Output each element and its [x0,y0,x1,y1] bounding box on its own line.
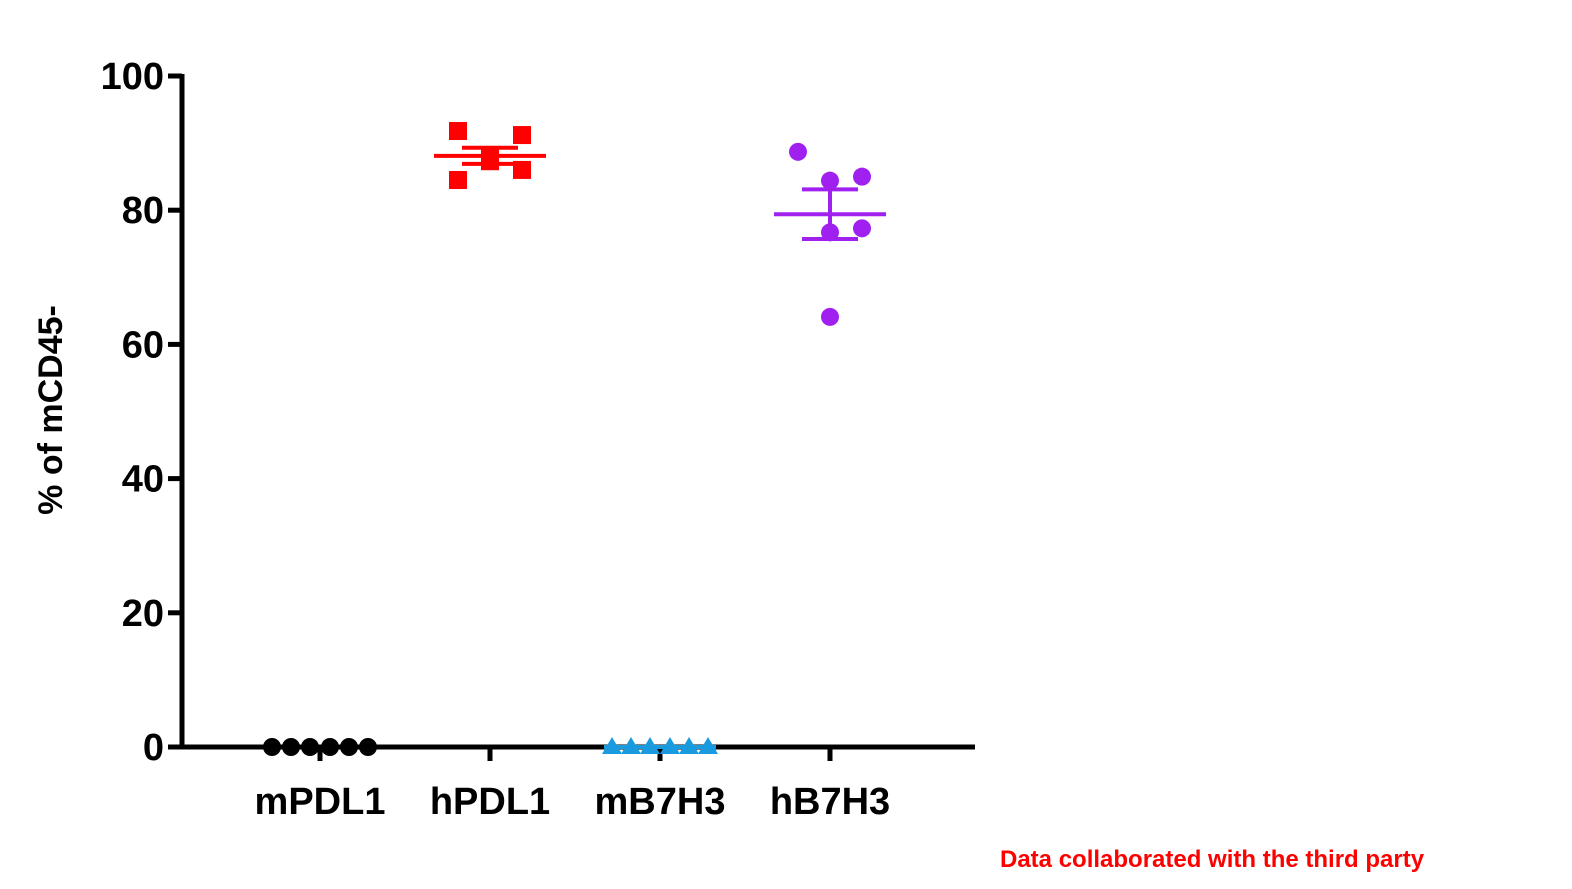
y-axis-title: % of mCD45- [32,305,70,515]
data-point [821,171,839,190]
y-axis-ticks: 0 20 40 60 80 100 [101,56,182,769]
y-tick-label: 100 [101,56,164,98]
data-point [449,122,467,141]
data-point [698,737,718,754]
data-point [789,142,807,161]
x-tick-label: hPDL1 [430,781,550,823]
mean-sem-bars [264,145,886,749]
data-points [263,122,871,756]
data-point [449,171,467,190]
x-tick-label: hB7H3 [770,781,890,823]
x-tick-label: mPDL1 [255,781,386,823]
data-point [679,737,699,754]
data-point [621,737,641,754]
y-tick-label: 20 [122,593,164,635]
data-point [821,223,839,242]
data-point [513,160,531,179]
data-point [853,167,871,186]
data-point [340,738,358,756]
data-point [282,738,300,756]
footnote-text: Data collaborated with the third party [1000,846,1425,873]
data-point [359,738,377,756]
data-point [481,152,499,171]
data-point [602,737,622,754]
data-point [660,737,680,754]
y-tick-label: 80 [122,190,164,232]
data-point [301,738,319,756]
x-axis-ticks: mPDL1 hPDL1 mB7H3 hB7H3 [255,747,890,823]
data-point [321,738,339,756]
data-point [513,126,531,145]
data-point [821,307,839,326]
y-tick-label: 40 [122,459,164,501]
y-tick-label: 0 [143,727,164,769]
x-tick-label: mB7H3 [595,781,726,823]
data-point [640,737,660,754]
data-point [853,219,871,238]
y-tick-label: 60 [122,324,164,366]
data-point [263,738,281,756]
